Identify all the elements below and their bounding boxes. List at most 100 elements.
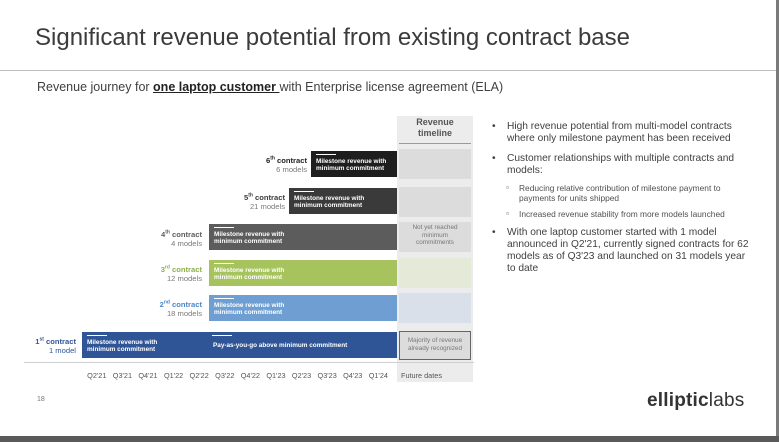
quarter-label: Q4'21 [138,371,158,380]
contract4-word: contract [169,230,202,239]
timeline-cell-contract2 [399,293,471,323]
bar-text-line2: minimum commitment [214,238,283,245]
axis-divider [24,362,474,363]
sub-bullet-text: Reducing relative contribution of milest… [519,183,721,203]
bullet-dot-icon: • [492,121,496,132]
contract5-word: contract [252,193,285,202]
contract2-ordinal-suffix: nd [163,299,170,306]
not-reached-line3: commitments [416,239,454,247]
contract4-ordinal: 4 [160,230,166,239]
contract6-milestone-bar: Milestone revenue with minimum commitmen… [311,151,397,177]
contract1-title: 1st contract [8,337,76,346]
bar-text-line1: Milestone revenue with [214,302,285,309]
contract4-label: 4th contract 4 models [124,230,202,248]
timeline-cell-contract3 [399,258,471,288]
sub-bullet-square-icon: ▫ [506,183,509,192]
slide-subtitle: Revenue journey for one laptop customer … [37,80,503,94]
contract6-ordinal-suffix: th [270,155,275,162]
bullet-dot-icon: • [492,153,496,164]
contract3-word: contract [169,265,202,274]
bullet-dot-icon: • [492,227,496,238]
contract1-word: contract [43,337,76,346]
contract3-milestone-bar: Milestone revenue with minimum commitmen… [209,260,397,286]
contract3-ordinal: 3 [160,265,165,274]
slide-title: Significant revenue potential from exist… [35,24,630,51]
quarter-label: Q2'23 [291,371,312,380]
bar-text-line1: Milestone revenue with [294,195,365,202]
key-points: • High revenue potential from multi-mode… [492,121,750,283]
bar-text-line1: Milestone revenue with [87,339,158,346]
quarter-label: Q1'23 [266,371,286,380]
sub-bullet-item: ▫ Increased revenue stability from more … [492,209,750,219]
quarter-label: Q1'24 [368,371,388,380]
bar-accent-line [87,335,107,336]
contract2-title: 2nd contract [124,300,202,309]
contract6-models: 6 models [276,165,307,174]
bullet-text: With one laptop customer started with 1 … [507,227,749,274]
sub-bullet-item: ▫ Reducing relative contribution of mile… [492,183,750,203]
bar-text-line1: Milestone revenue with [214,231,285,238]
timeline-header-divider [399,143,471,144]
revenue-timeline-header: Revenue timeline [397,117,473,139]
timeline-cell-contract1 [399,331,471,360]
quarter-label: Q2'22 [189,371,209,380]
bullet-item: • High revenue potential from multi-mode… [492,121,750,145]
contract1-ordinal: 1 [35,337,40,346]
quarter-label: Q4'22 [240,371,260,380]
logo-part-a: elliptic [647,390,709,411]
not-reached-line1: Not yet reached [412,224,458,231]
bar-accent-line [214,227,234,228]
bar-text-line2: minimum commitment [214,309,283,316]
timeline-cell-contract6 [399,149,471,179]
payg-text: Pay-as-you-go above minimum commitment [213,342,348,349]
future-dates-label: Future dates [401,371,442,380]
quarter-label: Q2'21 [87,371,107,380]
subtitle-prefix: Revenue journey for [37,80,154,94]
bar-text-line2: minimum commitment [316,165,385,172]
timeline-header-line2: timeline [417,128,452,138]
sub-bullet-square-icon: ▫ [506,209,509,218]
contract1-label: 1st contract 1 model [8,337,76,355]
subtitle-emphasis: one laptop customer [153,80,280,94]
contract5-label: 5th contract 21 models [206,193,285,211]
bar-accent-line [214,298,234,299]
contract5-ordinal-suffix: th [248,192,253,199]
contract5-milestone-bar: Milestone revenue with minimum commitmen… [289,188,397,214]
not-reached-line2: minimum [422,231,448,239]
contract6-ordinal: 6 [265,156,271,165]
quarter-label: Q3'23 [317,371,337,380]
subtitle-suffix: with Enterprise license agreement (ELA) [279,80,504,94]
contract4-milestone-bar: Milestone revenue with minimum commitmen… [209,224,397,250]
contract1-ordinal-suffix: st [39,336,44,343]
payg-accent-line [212,335,232,336]
bullet-text: Customer relationships with multiple con… [507,153,735,176]
contract2-label: 2nd contract 18 models [124,300,202,318]
bar-text-line2: minimum commitment [214,274,283,281]
contract2-ordinal: 2 [159,300,164,309]
recognized-line1: Majority of revenue [407,337,463,344]
recognized-note: Majority of revenue already recognized [399,337,471,352]
timeline-cell-contract5 [399,187,471,217]
contract2-models: 18 models [166,309,202,318]
bullet-text: High revenue potential from multi-model … [507,121,732,144]
bar-accent-line [294,191,314,192]
quarter-label: Q3'22 [215,371,235,380]
contract4-ordinal-suffix: th [165,229,170,236]
slide-edge [776,0,779,442]
quarter-label: Q4'23 [343,371,363,380]
contract4-models: 4 models [171,239,202,248]
contract6-word: contract [274,156,307,165]
bar-text-line2: minimum commitment [87,346,156,353]
quarter-label: Q3'21 [112,371,133,380]
logo-part-b: labs [708,390,745,411]
contract5-title: 5th contract [206,193,285,202]
contract3-title: 3rd contract [124,265,202,274]
bar-text-line2: minimum commitment [294,202,363,209]
title-divider [0,70,776,71]
contract6-label: 6th contract 6 models [230,156,307,174]
bullet-item: • Customer relationships with multiple c… [492,153,750,219]
contract2-word: contract [169,300,202,309]
contract2-milestone-bar: Milestone revenue with minimum commitmen… [209,295,397,321]
page-number: 18 [37,396,45,403]
